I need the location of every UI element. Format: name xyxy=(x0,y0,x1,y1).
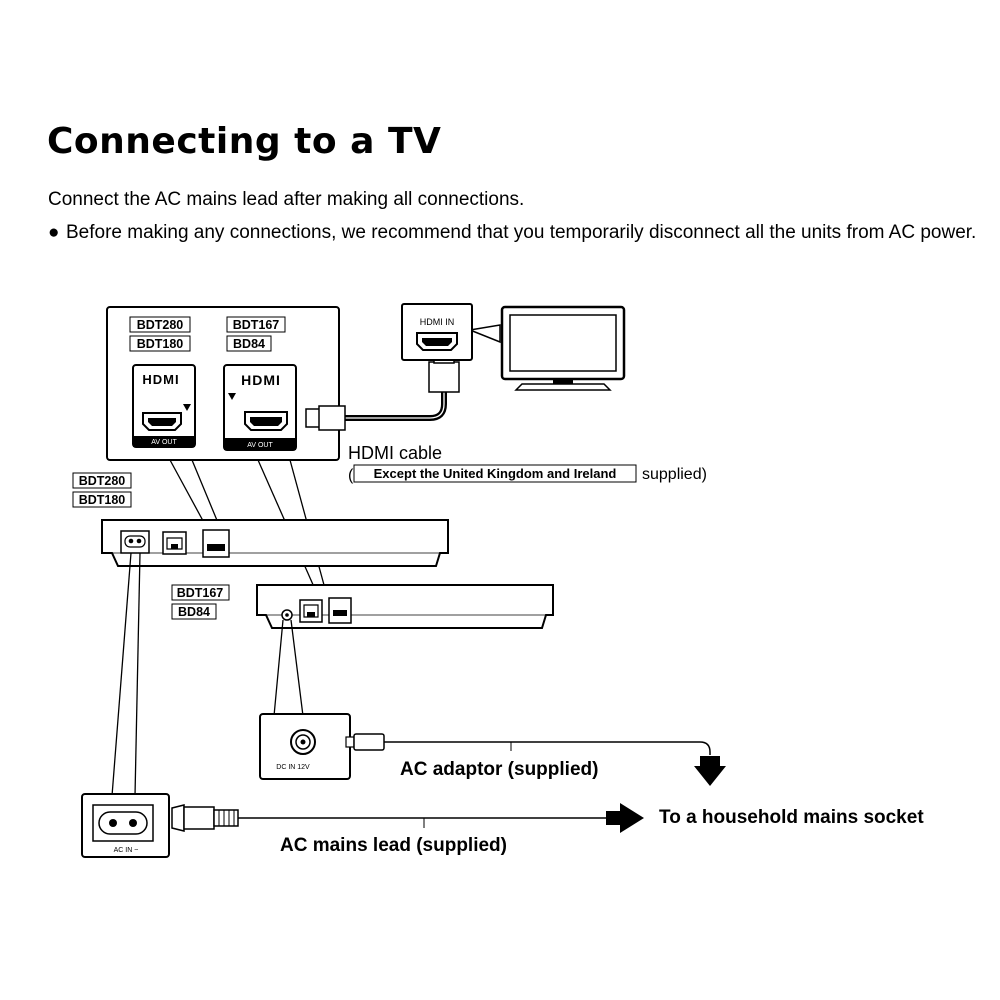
model-tag-bdt280-top: BDT280 xyxy=(129,316,191,333)
ac-mains-lead-label: AC mains lead (supplied) xyxy=(280,835,507,856)
ac-in-port-callout: AC IN ~ xyxy=(81,793,170,858)
model-tag-bdt180-top: BDT180 xyxy=(129,335,191,352)
intro-text: Connect the AC mains lead after making a… xyxy=(48,189,525,210)
hdmi-av-out-port-bdt167: HDMI AV OUT xyxy=(223,364,297,451)
svg-text:BD84: BD84 xyxy=(178,605,210,619)
model-tag-bd84-player: BD84 xyxy=(171,603,217,620)
svg-text:BD84: BD84 xyxy=(233,337,265,351)
svg-text:BDT180: BDT180 xyxy=(79,493,126,507)
ac-adaptor-label: AC adaptor (supplied) xyxy=(400,759,598,780)
bullet-text: Before making any connections, we recomm… xyxy=(66,222,977,243)
hdmi-logo: HDMI xyxy=(142,372,179,387)
blu-ray-player-bdt167 xyxy=(256,584,554,629)
svg-text:AV OUT: AV OUT xyxy=(151,439,177,446)
svg-text:BDT280: BDT280 xyxy=(137,318,184,332)
svg-text:(: ( xyxy=(348,467,354,484)
svg-text:BDT280: BDT280 xyxy=(79,474,126,488)
hdmi-cable xyxy=(305,348,460,431)
svg-text:Except the United Kingdom and: Except the United Kingdom and Ireland xyxy=(374,466,617,481)
mains-socket-label: To a household mains socket xyxy=(659,807,924,828)
ac-in-leader-lines xyxy=(111,552,141,797)
model-tag-bdt167-top: BDT167 xyxy=(226,316,286,333)
model-tag-bdt180-player: BDT180 xyxy=(72,491,132,508)
blu-ray-player-bdt280 xyxy=(101,519,449,567)
tv-icon xyxy=(500,305,626,391)
svg-text:BDT167: BDT167 xyxy=(233,318,280,332)
ac-mains-lead-cable xyxy=(171,803,644,833)
hdmi-logo: HDMI xyxy=(241,372,281,388)
hdmi-supplied-note: ( Except the United Kingdom and Ireland … xyxy=(348,464,707,484)
ac-adaptor-cable xyxy=(345,733,726,786)
bullet-note: ● Before making any connections, we reco… xyxy=(48,220,993,246)
svg-text:AV OUT: AV OUT xyxy=(247,442,273,449)
svg-text:BDT180: BDT180 xyxy=(137,337,184,351)
svg-text:BDT167: BDT167 xyxy=(177,586,224,600)
tv-hdmi-in-port: HDMI IN xyxy=(401,303,501,361)
dc-in-leader-lines xyxy=(273,619,304,717)
svg-text:supplied): supplied) xyxy=(642,466,707,483)
dc-in-port-callout: DC IN 12V xyxy=(259,713,351,780)
bullet-dot-icon: ● xyxy=(48,222,60,243)
page-title: Connecting to a TV xyxy=(47,121,442,162)
model-tag-bd84-top: BD84 xyxy=(226,335,272,352)
model-tag-bdt167-player: BDT167 xyxy=(171,584,230,601)
svg-text:HDMI IN: HDMI IN xyxy=(420,317,455,327)
hdmi-av-out-port-bdt280: HDMI AV OUT xyxy=(132,364,196,448)
svg-text:DC IN 12V: DC IN 12V xyxy=(276,764,310,771)
model-tag-bdt280-player: BDT280 xyxy=(72,472,132,489)
hdmi-cable-label: HDMI cable xyxy=(348,443,442,463)
svg-text:AC IN ~: AC IN ~ xyxy=(114,847,139,854)
